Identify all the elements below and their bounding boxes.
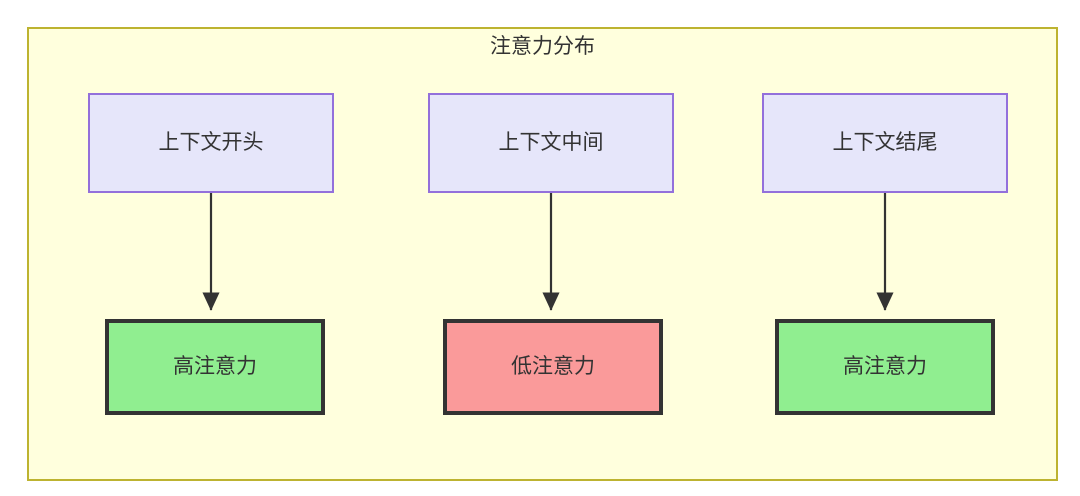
node-attention-low-middle[interactable]: 低注意力 — [443, 319, 663, 415]
diagram-title: 注意力分布 — [490, 35, 595, 58]
node-attention-high-right[interactable]: 高注意力 — [775, 319, 995, 415]
node-context-middle[interactable]: 上下文中间 — [428, 93, 674, 193]
node-attention-high-left[interactable]: 高注意力 — [105, 319, 325, 415]
node-context-beginning[interactable]: 上下文开头 — [88, 93, 334, 193]
node-context-end[interactable]: 上下文结尾 — [762, 93, 1008, 193]
